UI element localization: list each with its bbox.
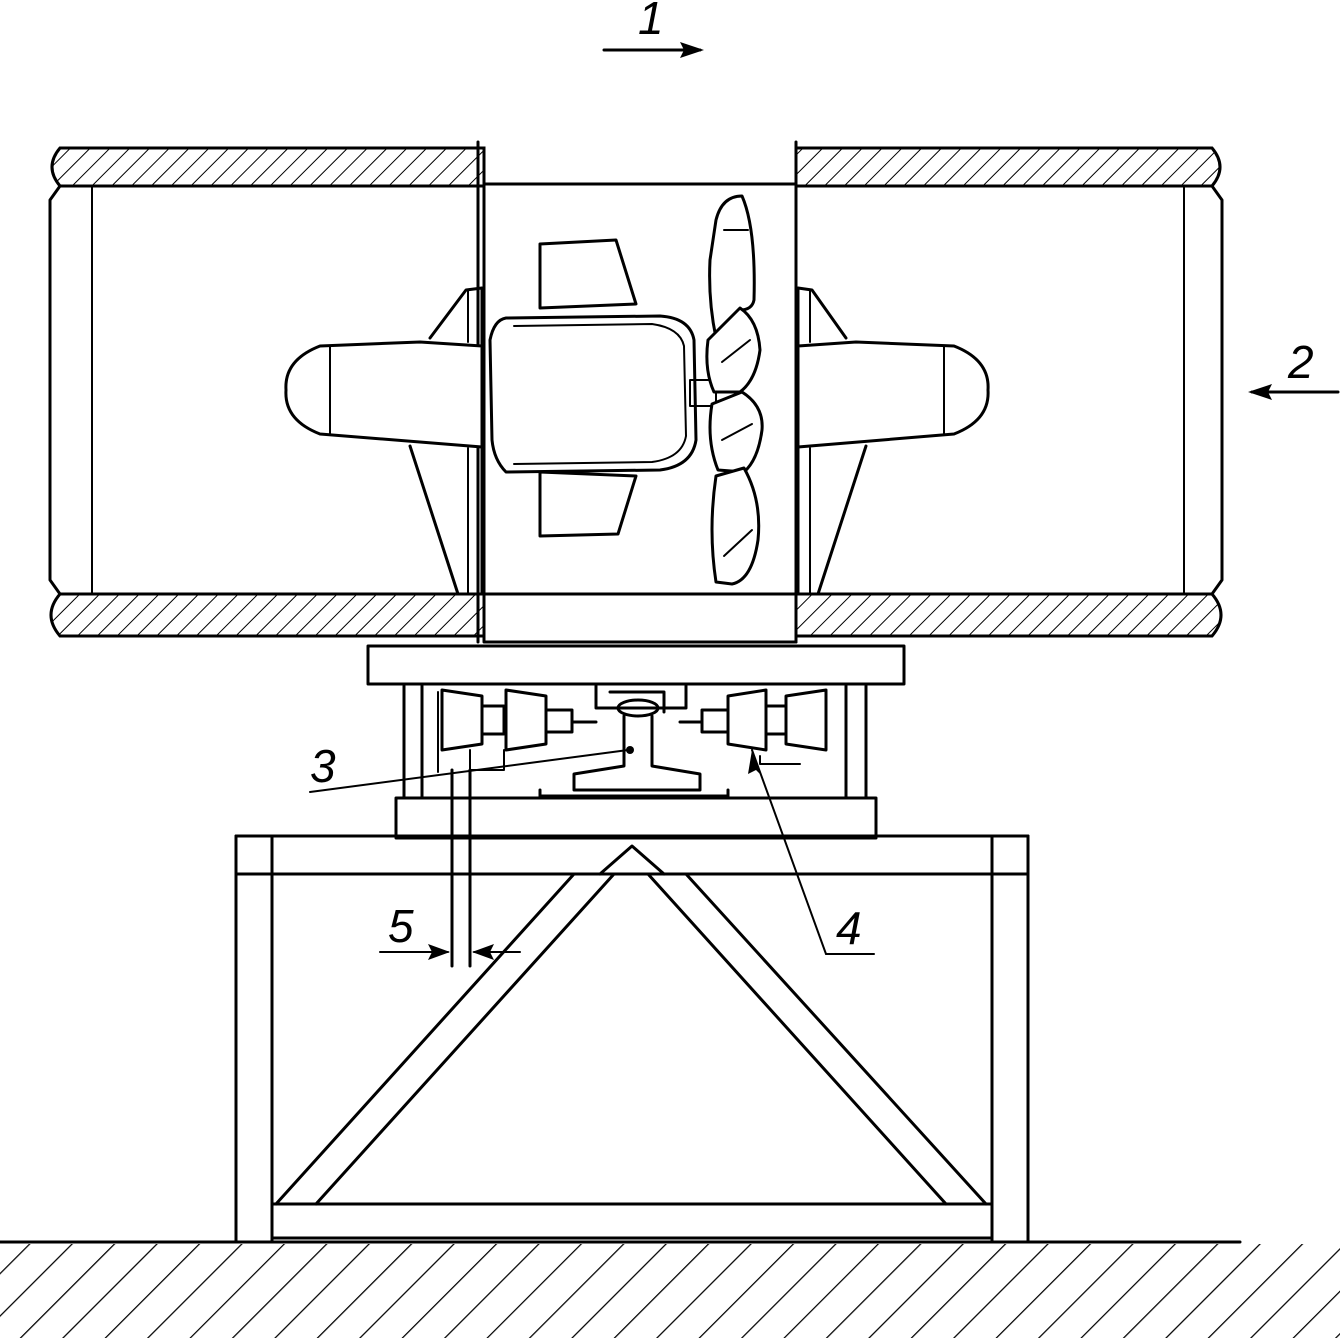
dimension-arrows-5 — [379, 944, 521, 960]
left-lower-wall — [49, 592, 486, 638]
cables — [450, 768, 472, 968]
right-upper-wall — [794, 146, 1222, 188]
flow-arrow-1 — [602, 42, 704, 58]
label-4: 4 — [836, 902, 862, 954]
frame-left-post — [234, 834, 274, 1244]
label-5: 5 — [388, 900, 414, 952]
right-nacelle — [796, 286, 990, 596]
support-frame — [234, 834, 1030, 1244]
leader-4 — [748, 749, 875, 955]
support-assembly — [366, 644, 906, 840]
propeller — [705, 194, 764, 586]
upper-plate — [366, 644, 906, 686]
leader-3 — [309, 746, 634, 793]
ground — [0, 1240, 1340, 1338]
frame-bottom-beam — [270, 1202, 994, 1240]
flow-arrow-2 — [1248, 384, 1340, 400]
frame-right-post — [990, 834, 1030, 1244]
duct-structure — [48, 140, 1224, 644]
frame-top-beam — [234, 834, 1030, 876]
right-lower-wall — [794, 592, 1223, 638]
lower-plate — [394, 796, 878, 840]
left-nacelle — [284, 286, 484, 596]
label-1: 1 — [638, 0, 664, 44]
label-2: 2 — [1287, 336, 1314, 388]
engine-body — [488, 238, 717, 538]
left-upper-wall — [50, 146, 486, 188]
label-3: 3 — [310, 740, 336, 792]
